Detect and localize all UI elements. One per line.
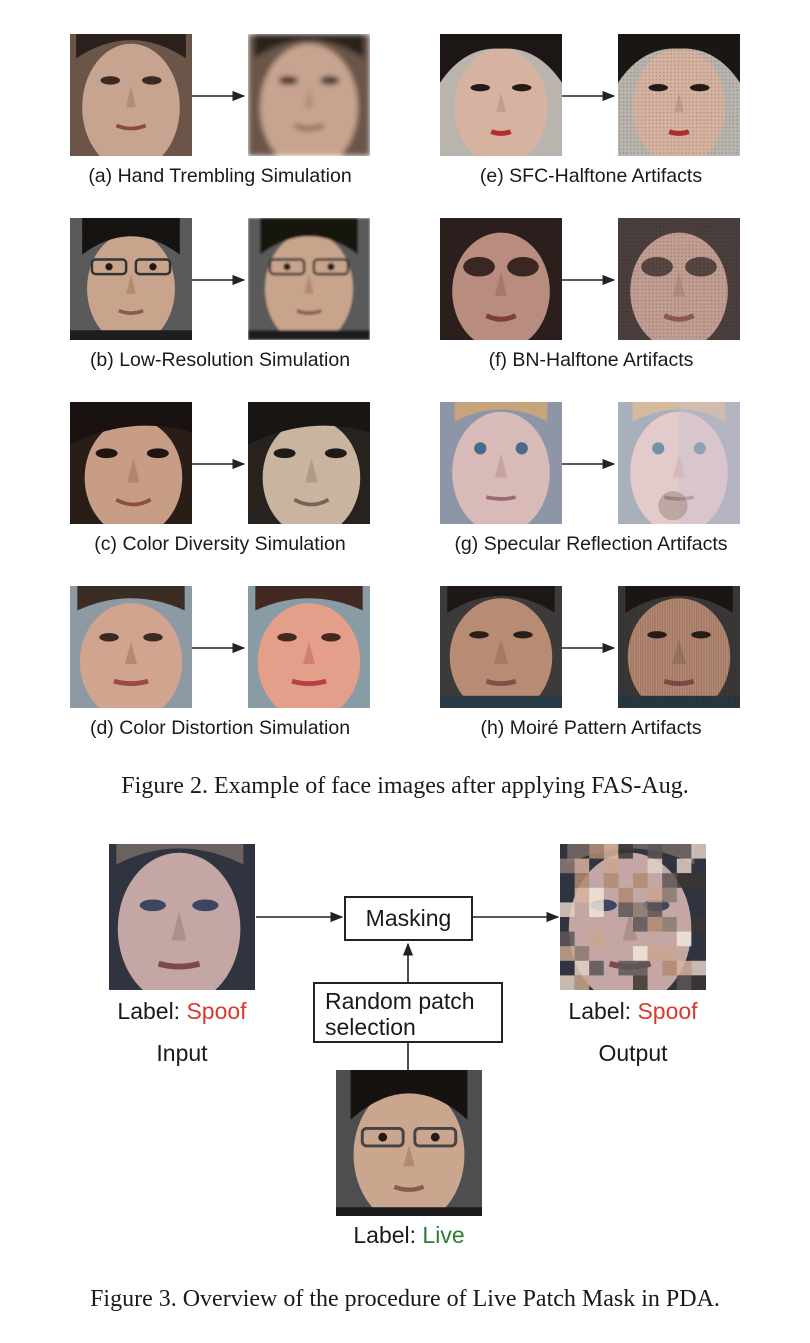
label-spoof: Spoof: [186, 998, 247, 1024]
live-patch: [603, 873, 619, 888]
panel-caption: (b) Low-Resolution Simulation: [89, 349, 351, 371]
live-patch: [647, 858, 663, 874]
live-label: Label: Live: [319, 1222, 499, 1249]
live-patch: [603, 858, 619, 874]
label-prefix: Label:: [353, 1222, 423, 1248]
live-patch: [647, 887, 663, 903]
arrow-right-icon: [562, 90, 616, 102]
live-patch: [691, 917, 706, 932]
live-patch: [633, 917, 648, 932]
live-patch: [574, 858, 590, 874]
panel-caption: (d) Color Distortion Simulation: [89, 717, 351, 739]
panel-caption: (c) Color Diversity Simulation: [94, 533, 346, 555]
live-patch: [633, 946, 648, 961]
live-face-image: [336, 1070, 482, 1216]
face-image-augmented: [618, 34, 740, 156]
output-label: Label: Spoof: [543, 998, 723, 1025]
label-spoof: Spoof: [637, 998, 698, 1024]
arrow-right-icon: [192, 458, 246, 470]
live-patch: [633, 873, 648, 888]
live-patch: [574, 873, 590, 888]
live-patch: [589, 960, 604, 976]
masking-label: Masking: [365, 905, 452, 931]
live-patch: [574, 887, 590, 903]
live-patch: [676, 873, 692, 888]
arrow-right-icon: [192, 90, 246, 102]
live-patch: [618, 902, 633, 917]
live-patch: [574, 946, 590, 961]
live-patch: [676, 931, 692, 947]
live-patch: [603, 844, 619, 859]
output-title: Output: [598, 1040, 668, 1066]
label-prefix: Label:: [568, 998, 638, 1024]
arrow-right-icon: [192, 274, 246, 286]
live-patch: [633, 902, 648, 917]
input-label: Label: Spoof: [92, 998, 272, 1025]
face-image-augmented: [618, 218, 740, 340]
arrow-right-icon: [192, 642, 246, 654]
live-patch: [560, 858, 575, 874]
figure-3-caption: Figure 3. Overview of the procedure of L…: [90, 1286, 720, 1312]
live-patch: [691, 873, 706, 888]
live-patch: [574, 975, 590, 990]
arrow-right-icon: [562, 274, 616, 286]
live-patch: [618, 960, 633, 976]
live-patch: [633, 960, 648, 976]
face-image-augmented: [618, 586, 740, 708]
live-patch: [647, 946, 663, 961]
panel-caption: (g) Specular Reflection Artifacts: [454, 533, 728, 555]
live-patch: [676, 960, 692, 976]
arrow-right-icon: [562, 458, 616, 470]
label-live: Live: [422, 1222, 465, 1248]
face-image-augmented: [618, 402, 740, 524]
live-patch: [589, 887, 604, 903]
live-patch: [662, 946, 677, 961]
live-patch: [691, 844, 706, 859]
live-patch: [691, 960, 706, 976]
live-patch: [589, 931, 604, 947]
live-patch: [633, 975, 648, 990]
panel-caption: (a) Hand Trembling Simulation: [88, 165, 352, 187]
panel-caption: (h) Moiré Pattern Artifacts: [480, 717, 702, 739]
live-patch: [647, 844, 663, 859]
selection-line-2: selection: [325, 1014, 416, 1040]
live-patch: [560, 902, 575, 917]
panel-caption: (e) SFC-Halftone Artifacts: [479, 165, 703, 187]
live-patch: [676, 975, 692, 990]
live-patch: [560, 946, 575, 961]
input-spoof-face-image: [109, 844, 255, 990]
live-patch: [560, 931, 575, 947]
random-patch-selection-box: Random patch selection: [313, 982, 503, 1043]
live-patch: [647, 917, 663, 932]
live-patch: [662, 960, 677, 976]
live-patch: [662, 887, 677, 903]
arrow-right-icon: [562, 642, 616, 654]
live-patch: [662, 873, 677, 888]
panel-caption: (f) BN-Halftone Artifacts: [488, 349, 694, 371]
figure-2-caption: Figure 2. Example of face images after a…: [121, 773, 689, 799]
live-patch: [676, 858, 692, 874]
live-patch: [691, 975, 706, 990]
live-patch: [574, 960, 590, 976]
live-patch: [662, 917, 677, 932]
output-masked-face-image: [560, 844, 706, 990]
label-prefix: Label:: [117, 998, 187, 1024]
input-title: Input: [156, 1040, 208, 1066]
live-patch: [618, 844, 633, 859]
live-patch: [589, 844, 604, 859]
patch-overlay: [560, 844, 706, 990]
selection-line-1: Random patch: [325, 988, 475, 1014]
live-patch: [647, 902, 663, 917]
live-patch: [560, 975, 575, 990]
masking-box: Masking: [344, 896, 473, 941]
live-patch: [589, 902, 604, 917]
live-patch: [618, 887, 633, 903]
